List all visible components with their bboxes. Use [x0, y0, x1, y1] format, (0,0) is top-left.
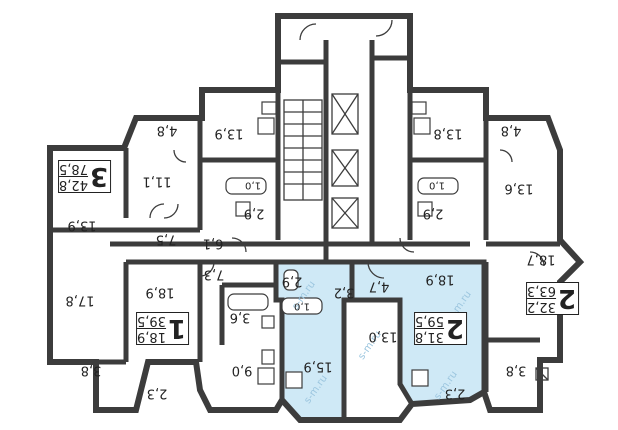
- staircase: [283, 99, 323, 201]
- room-area-label: 18,9: [145, 284, 175, 300]
- living-area: 31,8: [415, 328, 444, 344]
- living-area: 18,9: [137, 328, 166, 344]
- room-area-label: 13,9: [214, 125, 244, 141]
- apartment-box: 1 18,9 39,5: [136, 312, 190, 345]
- room-area-label: 4,7: [368, 278, 390, 294]
- room-area-label: 7,3: [203, 266, 225, 282]
- apartment-box: 3 42,8 78,5: [58, 160, 112, 193]
- room-area-label: 13,9: [67, 217, 97, 233]
- room-area-label: 2,9: [243, 205, 265, 221]
- outer-walls: [47, 13, 585, 423]
- apartment-number: 1: [167, 313, 187, 344]
- apartment-areas: 42,8 78,5: [59, 161, 88, 192]
- living-area: 32,2: [527, 298, 556, 314]
- room-area-label: 3,8: [80, 362, 102, 378]
- apartment-areas: 32,2 63,3: [527, 283, 556, 314]
- elevator-shafts: [331, 93, 359, 229]
- total-area: 63,3: [527, 283, 556, 298]
- room-area-label: 3,6: [229, 309, 251, 325]
- room-area-label: 15,9: [303, 358, 333, 374]
- room-area-label: 4,8: [500, 122, 522, 138]
- apartment-areas: 18,9 39,5: [137, 313, 166, 344]
- total-area: 39,5: [137, 313, 166, 328]
- apartment-number: 3: [89, 161, 109, 192]
- fixture-label: 1,0: [245, 179, 261, 191]
- room-area-label: 6,1: [202, 235, 224, 251]
- room-area-label: 13,8: [433, 125, 463, 141]
- room-area-label: 3,2: [333, 284, 355, 300]
- apartment-box: 2 31,8 59,5: [414, 312, 468, 345]
- room-area-label: 2,3: [146, 385, 168, 401]
- stove-fixtures: [257, 117, 431, 389]
- room-area-label: 18,7: [526, 251, 556, 267]
- room-area-label: 2,9: [281, 273, 303, 289]
- room-area-label: 3,8: [505, 362, 527, 378]
- fixture-label: 1,0: [429, 179, 445, 191]
- total-area: 78,5: [59, 161, 88, 176]
- room-area-label: 11,1: [142, 173, 172, 189]
- room-area-label: 2,3: [444, 385, 466, 401]
- apartment-number: 2: [557, 283, 577, 314]
- room-area-label: 17,8: [65, 292, 95, 308]
- interior-walls: [50, 40, 560, 392]
- room-area-label: 4,8: [156, 122, 178, 138]
- sink-fixtures: [235, 101, 433, 365]
- room-area-label: 9,0: [231, 362, 253, 378]
- room-area-label: 13,0: [368, 328, 398, 344]
- fixture-label: 1,0: [294, 300, 310, 312]
- room-area-label: 13,6: [504, 180, 534, 196]
- apartment-areas: 31,8 59,5: [415, 313, 444, 344]
- bathtub-fixtures: [225, 177, 459, 315]
- living-area: 42,8: [59, 176, 88, 192]
- apartment-number: 2: [445, 313, 465, 344]
- room-area-label: 18,9: [425, 271, 455, 287]
- apartment-box: 2 32,2 63,3: [526, 282, 580, 315]
- room-area-label: 7,5: [155, 231, 177, 247]
- room-area-label: 2,9: [422, 205, 444, 221]
- doors: [149, 19, 549, 381]
- total-area: 59,5: [415, 313, 444, 328]
